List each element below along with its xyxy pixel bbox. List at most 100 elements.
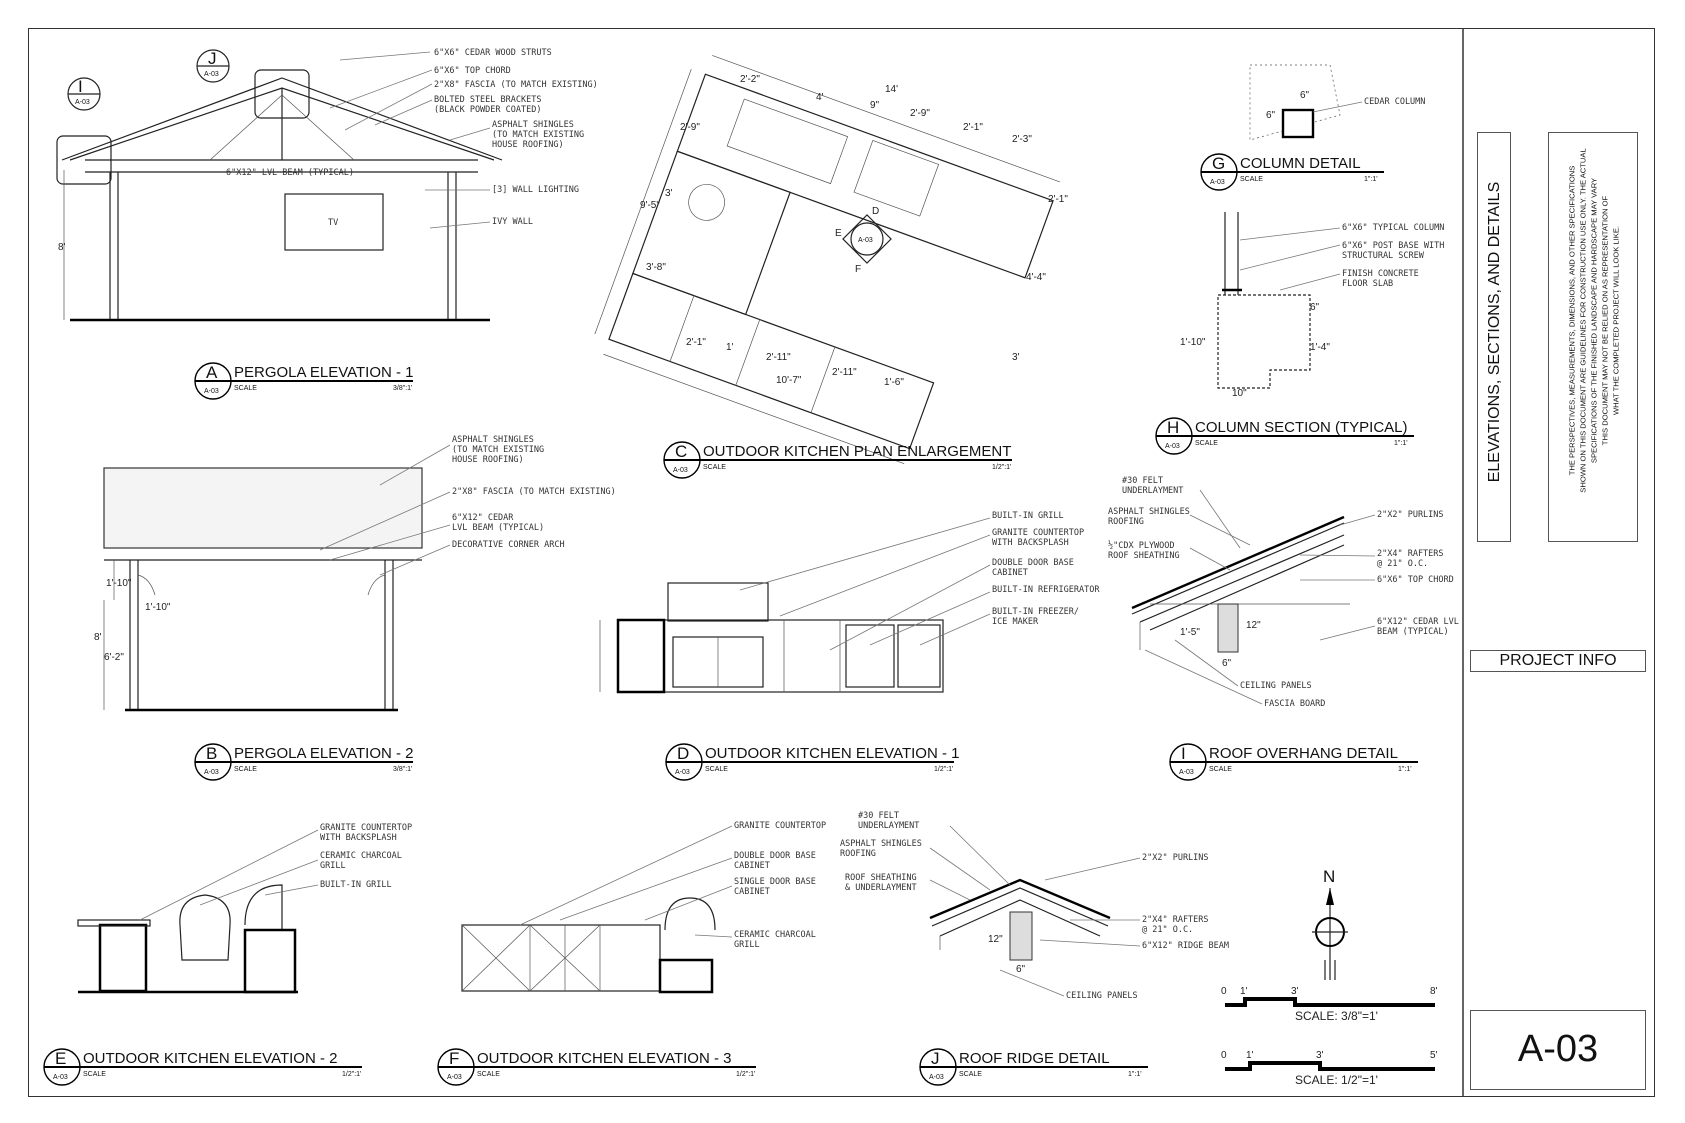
view-letter-j: J [931, 1049, 940, 1068]
a-tv: TV [328, 218, 338, 228]
sheet-title: ELEVATIONS, SECTIONS, AND DETAILS [1486, 181, 1503, 483]
f-note-6: GRILL [734, 940, 760, 950]
c-dim-9: 9'-5" [640, 200, 660, 211]
view-letter-g: G [1212, 154, 1225, 173]
view-scale-label-h: SCALE [1195, 440, 1218, 447]
f-note-3: SINGLE DOOR BASE [734, 877, 816, 887]
c-dim-7: 2'-9" [680, 122, 700, 133]
view-ref-g: A-03 [1210, 179, 1225, 186]
i-note-1: UNDERLAYMENT [1122, 486, 1183, 496]
view-title-text-g: COLUMN DETAIL [1240, 155, 1361, 172]
scale-bar-1: 0 1' 3' 8' SCALE: 3/8"=1' [1221, 986, 1438, 1023]
view-ref-f: A-03 [447, 1074, 462, 1081]
view-scale-label-a: SCALE [234, 385, 257, 392]
view-scale-b: 3/8":1' [393, 766, 412, 773]
sheet-number-box: A-03 [1470, 1010, 1646, 1090]
c-dim-10: 3'-8" [646, 262, 666, 273]
b-note-2: HOUSE ROOFING) [452, 455, 524, 465]
a-note-8: [3] WALL LIGHTING [492, 185, 579, 195]
a-callout-j: J [208, 49, 217, 68]
view-title-text-b: PERGOLA ELEVATION - 2 [234, 745, 414, 762]
e-note-4: BUILT-IN GRILL [320, 880, 392, 890]
j-note-4: ROOF SHEATHING [845, 873, 917, 883]
kitchen-elevation-3: GRANITE COUNTERTOP DOUBLE DOOR BASE CABI… [461, 821, 826, 994]
h-dim-2: 6" [1310, 302, 1320, 313]
sb1-t2: 3' [1291, 986, 1299, 997]
i-note-3: ROOFING [1108, 517, 1144, 527]
view-ref-b: A-03 [204, 769, 219, 776]
c-dim-17: 2'-11" [832, 367, 857, 378]
c-mark-0: D [872, 206, 879, 217]
e-note-3: GRILL [320, 861, 346, 871]
i-note-8: @ 21" O.C. [1377, 559, 1428, 569]
c-dim-14: 2'-1" [686, 337, 706, 348]
d-note-5: BUILT-IN REFRIGERATOR [992, 585, 1100, 595]
view-title-text-h: COLUMN SECTION (TYPICAL) [1195, 419, 1408, 436]
j-note-7: 2"X4" RAFTERS [1142, 915, 1209, 925]
i-note-6: 2"X2" PURLINS [1377, 510, 1444, 520]
i-dim-1: 6" [1222, 658, 1232, 669]
kitchen-elevation-2: GRANITE COUNTERTOP WITH BACKSPLASH CERAM… [77, 823, 412, 994]
view-letter-a: A [206, 363, 218, 382]
detail-i-bubble [56, 135, 112, 185]
view-scale-label-c: SCALE [703, 464, 726, 471]
d-note-7: ICE MAKER [992, 617, 1039, 627]
sb1-t1: 1' [1240, 986, 1248, 997]
h-note-0: 6"X6" TYPICAL COLUMN [1342, 223, 1444, 233]
a-beam: 6"X12" LVL BEAM (TYPICAL) [226, 168, 354, 178]
j-note-6: 2"X2" PURLINS [1142, 853, 1209, 863]
h-dim-1: 10" [1232, 388, 1247, 399]
a-note-4: (BLACK POWDER COATED) [434, 105, 541, 115]
g-dim-0: 6" [1300, 90, 1310, 101]
sb2-t1: 1' [1246, 1050, 1254, 1061]
a-note-1: 6"X6" TOP CHORD [434, 66, 511, 76]
view-ref-j: A-03 [929, 1074, 944, 1081]
project-info-label: PROJECT INFO [1499, 652, 1617, 669]
roof-overhang-detail: #30 FELT UNDERLAYMENT ASPHALT SHINGLES R… [1108, 476, 1459, 709]
sb1-t0: 0 [1221, 986, 1227, 997]
b-note-3: 2"X8" FASCIA (TO MATCH EXISTING) [452, 487, 616, 497]
column-detail: CEDAR COLUMN 6" 6" [1249, 64, 1425, 141]
view-scale-e: 1/2":1' [342, 1071, 361, 1078]
a-height: 8' [58, 242, 66, 253]
view-letter-f: F [449, 1049, 459, 1068]
j-note-10: CEILING PANELS [1066, 991, 1138, 1001]
disclaimer-text: THE PERSPECTIVES, MEASUREMENTS, DIMENSIO… [1567, 148, 1621, 493]
svg-text:A-03: A-03 [75, 99, 90, 106]
view-scale-label-b: SCALE [234, 766, 257, 773]
b-note-0: ASPHALT SHINGLES [452, 435, 534, 445]
view-scale-a: 3/8":1' [393, 385, 412, 392]
c-dim-5: 2'-1" [963, 122, 983, 133]
c-dim-19: 1'-6" [884, 377, 904, 388]
c-dim-8: 3' [665, 188, 673, 199]
i-note-13: FASCIA BOARD [1264, 699, 1325, 709]
view-ref-a: A-03 [204, 388, 219, 395]
view-ref-h: A-03 [1165, 443, 1180, 450]
d-note-4: CABINET [992, 568, 1028, 578]
h-note-1: 6"X6" POST BASE WITH [1342, 241, 1444, 251]
i-note-2: ASPHALT SHINGLES [1108, 507, 1190, 517]
view-scale-j: 1":1' [1128, 1071, 1142, 1078]
b-dim-2: 8' [94, 632, 102, 643]
north-label: N [1323, 867, 1335, 886]
view-ref-e: A-03 [53, 1074, 68, 1081]
view-letter-e: E [55, 1049, 66, 1068]
svg-text:A-03: A-03 [204, 71, 219, 78]
i-note-9: 6"X6" TOP CHORD [1377, 575, 1454, 585]
d-note-3: DOUBLE DOOR BASE [992, 558, 1074, 568]
d-note-2: WITH BACKSPLASH [992, 538, 1069, 548]
f-note-5: CERAMIC CHARCOAL [734, 930, 816, 940]
pergola-elevation-2: 1'-10" 1'-10" 8' 6'-2" ASPHALT SHINGLES … [94, 435, 616, 712]
c-dim-15: 1' [726, 342, 734, 353]
tv-outline [284, 193, 384, 251]
d-note-1: GRANITE COUNTERTOP [992, 528, 1084, 538]
j-note-9: 6"X12" RIDGE BEAM [1142, 941, 1229, 951]
scale-bar-2: 0 1' 3' 5' SCALE: 1/2"=1' [1221, 1050, 1438, 1087]
view-letter-c: C [675, 442, 687, 461]
j-dim-0: 12" [988, 934, 1003, 945]
c-dim-3: 9" [870, 100, 880, 111]
